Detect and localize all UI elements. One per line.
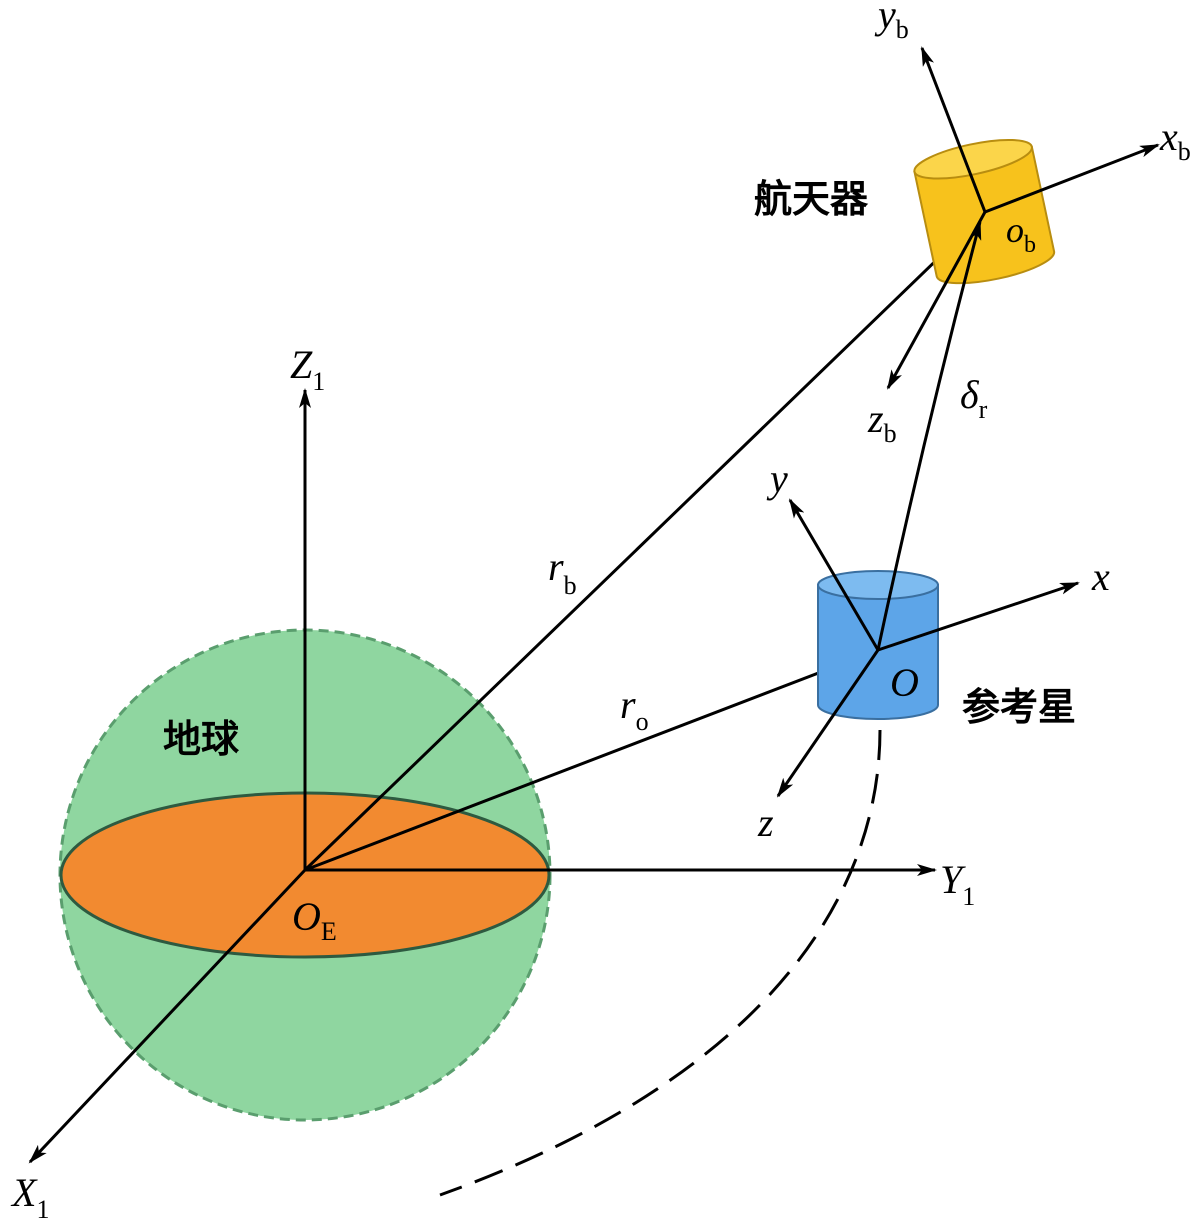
y-axis-ref — [788, 498, 880, 651]
earth-label: 地球 — [163, 717, 240, 761]
x1-axis — [28, 868, 307, 1164]
z1-label: Z1 — [290, 342, 325, 396]
spacecraft-label: 航天器 — [754, 177, 869, 221]
xb-label: xb — [1159, 114, 1191, 166]
x-axis-ref — [877, 581, 1080, 652]
x1-label: X1 — [10, 1170, 49, 1224]
delta-r-vector — [876, 220, 982, 651]
origin-earth-label: OE — [292, 894, 337, 946]
z-label: z — [757, 800, 774, 845]
reference-star-label: 参考星 — [962, 685, 1076, 729]
yb-axis — [920, 46, 987, 213]
x-label: x — [1091, 554, 1110, 599]
zb-axis — [886, 211, 987, 390]
y-label: y — [766, 456, 788, 501]
zb-label: zb — [867, 396, 897, 448]
r-b-vector — [303, 216, 982, 872]
o-label: O — [890, 660, 919, 705]
r-o-label: ro — [620, 682, 649, 736]
ob-label: ob — [1006, 210, 1036, 258]
xb-axis — [984, 143, 1160, 214]
delta-r-label: δr — [960, 372, 988, 424]
y1-label: Y1 — [940, 857, 975, 911]
yb-label: yb — [874, 0, 909, 44]
r-o-vector — [304, 652, 870, 872]
z-axis-ref — [776, 649, 880, 798]
r-b-label: rb — [548, 544, 577, 600]
orbit-arc — [439, 729, 882, 1197]
